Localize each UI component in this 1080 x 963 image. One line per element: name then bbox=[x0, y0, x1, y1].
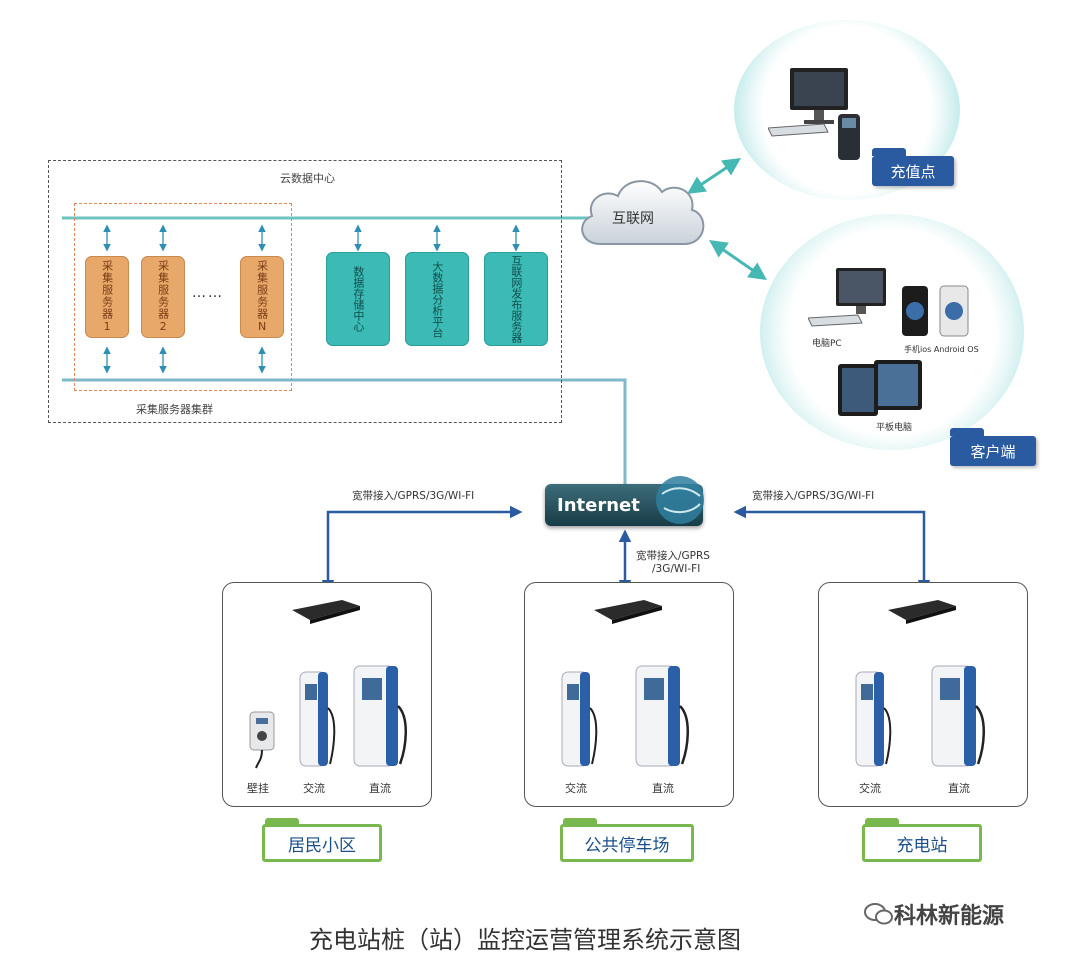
client-pc-icon bbox=[808, 268, 886, 327]
client-phone-label: 手机ios Android OS bbox=[904, 345, 979, 354]
right-access-label: 宽带接入/GPRS/3G/WI-FI bbox=[752, 490, 875, 502]
big-data-analysis-platform: 大数据分析平台 bbox=[405, 252, 469, 346]
watermark: 科林新能源 bbox=[864, 898, 1004, 930]
server-ellipsis: …… bbox=[192, 285, 224, 301]
charger-label: 交流 bbox=[565, 782, 587, 795]
collection-cluster-label: 采集服务器集群 bbox=[136, 403, 213, 416]
ac-charger-icon bbox=[855, 671, 892, 767]
cloud-data-center-title: 云数据中心 bbox=[280, 172, 335, 185]
internet-cloud-label: 互联网 bbox=[612, 211, 654, 227]
site-tab-charging-station: 充电站 bbox=[862, 818, 982, 862]
globe-icon bbox=[656, 476, 704, 524]
charger-label: 直流 bbox=[652, 782, 674, 795]
network-switch-icon bbox=[292, 600, 360, 624]
smartphone-icon bbox=[902, 285, 969, 337]
left-access-line bbox=[321, 505, 523, 593]
collection-server-n: 采集服务器N bbox=[240, 256, 284, 338]
right-access-line bbox=[733, 505, 931, 593]
station-charging bbox=[818, 582, 1028, 807]
station-public-parking bbox=[524, 582, 734, 807]
data-storage-center: 数据存储中心 bbox=[326, 252, 390, 346]
dc-charger-icon bbox=[635, 665, 689, 767]
internet-publish-server: 互联网发布服务器 bbox=[484, 252, 548, 346]
middle-access-label-1: 宽带接入/GPRS bbox=[636, 550, 710, 562]
dc-charger-icon bbox=[931, 665, 985, 767]
client-pc-label: 电脑PC bbox=[812, 339, 842, 349]
bottom-bus-line bbox=[62, 378, 627, 488]
caption-text: 充电站桩（站）监控运营管理系统示意图 bbox=[309, 926, 741, 954]
cloud-recharge-arrow bbox=[687, 158, 741, 194]
ac-charger-icon bbox=[299, 671, 336, 767]
site-tab-public-parking: 公共停车场 bbox=[560, 818, 694, 862]
desktop-pc-icon bbox=[768, 68, 860, 160]
charger-label: 交流 bbox=[859, 782, 881, 795]
dc-charger-icon bbox=[353, 665, 407, 767]
internet-label: Internet bbox=[557, 494, 640, 516]
charger-label: 壁挂 bbox=[247, 782, 269, 795]
collection-server-2: 采集服务器2 bbox=[141, 256, 185, 338]
collection-server-1: 采集服务器1 bbox=[85, 256, 129, 338]
wechat-icon bbox=[864, 903, 893, 925]
charger-label: 直流 bbox=[369, 782, 391, 795]
client-tablet-label: 平板电脑 bbox=[876, 423, 913, 433]
cloud-client-arrow bbox=[709, 239, 767, 281]
figure-caption: 充电站桩（站）监控运营管理系统示意图 bbox=[0, 920, 1080, 955]
collection-cluster-frame bbox=[74, 203, 292, 391]
charger-label: 直流 bbox=[948, 782, 970, 795]
site-tab-residential: 居民小区 bbox=[262, 818, 382, 862]
ac-charger-icon bbox=[561, 671, 598, 767]
internet-cloud-icon bbox=[581, 180, 705, 245]
cloud-data-center-frame bbox=[48, 160, 562, 423]
wall-charger-icon bbox=[249, 711, 275, 769]
network-switch-icon bbox=[594, 600, 662, 624]
tablet-icon bbox=[838, 360, 922, 416]
middle-access-label-2: /3G/WI-FI bbox=[652, 563, 701, 575]
client-circle bbox=[760, 214, 1024, 450]
charger-label: 交流 bbox=[303, 782, 325, 795]
network-switch-icon bbox=[888, 600, 956, 624]
recharge-point-tab: 充值点 bbox=[872, 148, 954, 186]
left-access-label: 宽带接入/GPRS/3G/WI-FI bbox=[352, 490, 475, 502]
client-tab: 客户端 bbox=[950, 428, 1036, 466]
watermark-text: 科林新能源 bbox=[894, 904, 1005, 929]
